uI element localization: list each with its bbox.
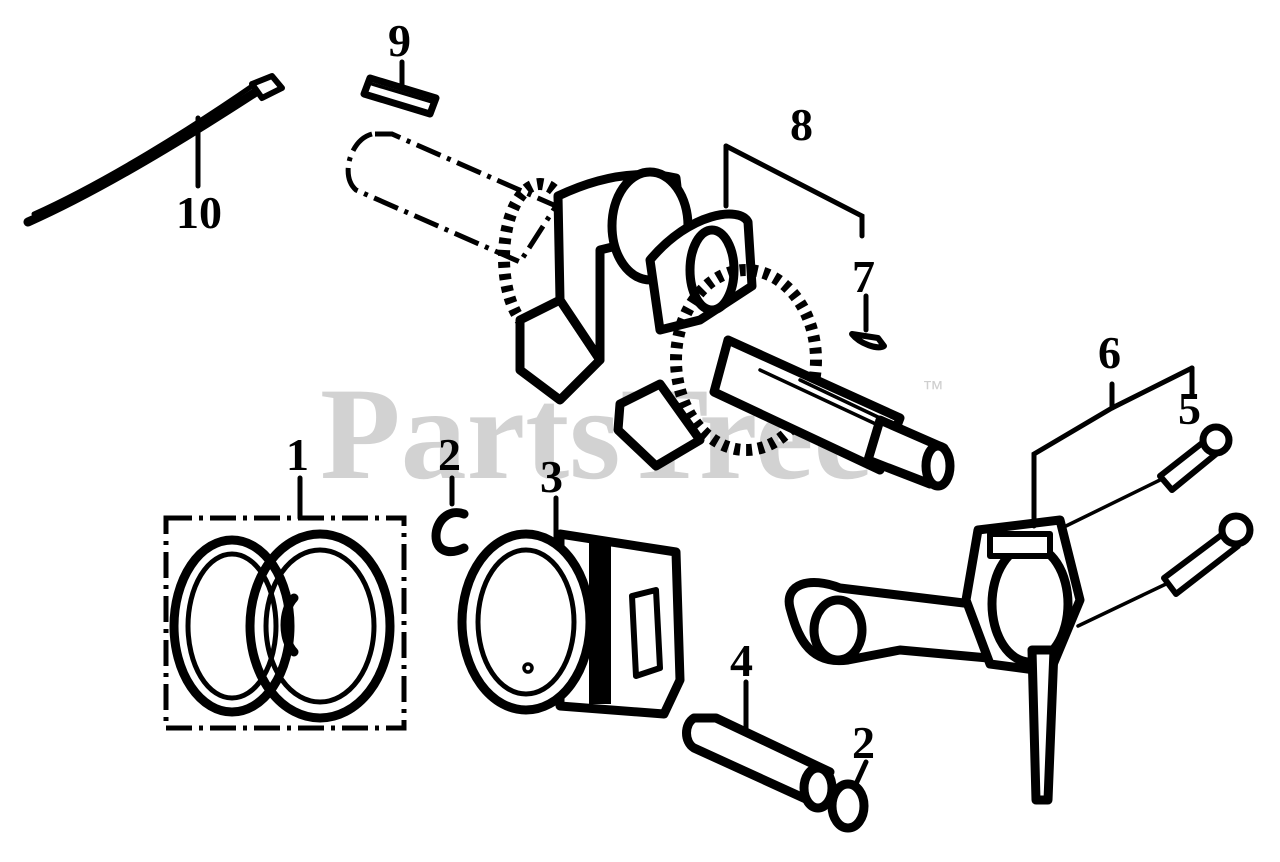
leader-6 bbox=[1031, 381, 1115, 529]
part-7-woodruff-key[interactable] bbox=[849, 331, 887, 351]
part-5-bolt-lower[interactable] bbox=[1161, 512, 1254, 597]
part-2-circlip-upper[interactable] bbox=[431, 508, 469, 556]
part-4-piston-pin[interactable] bbox=[682, 713, 837, 813]
part-9-key[interactable] bbox=[360, 74, 440, 118]
watermark-trademark: ™ bbox=[922, 376, 944, 401]
callout-6: 6 bbox=[1098, 327, 1121, 378]
callout-9: 9 bbox=[388, 15, 411, 66]
part-5-bolt-upper[interactable] bbox=[1157, 423, 1233, 493]
part-10-dipstick[interactable] bbox=[23, 73, 285, 227]
callout-4: 4 bbox=[730, 635, 753, 686]
bolt-axis-upper bbox=[1064, 478, 1162, 528]
part-2-circlip-lower[interactable] bbox=[827, 779, 869, 833]
callout-1: 1 bbox=[286, 429, 309, 480]
leader-2b bbox=[853, 759, 869, 787]
leader-6b bbox=[1109, 365, 1195, 411]
leader-8b bbox=[723, 143, 865, 239]
callout-5: 5 bbox=[1178, 383, 1201, 434]
part-8-crankshaft[interactable] bbox=[345, 131, 955, 491]
callout-2-upper: 2 bbox=[438, 429, 461, 480]
part-6-connecting-rod[interactable] bbox=[784, 515, 1085, 805]
callout-2-lower: 2 bbox=[852, 717, 875, 768]
rings-kit-box bbox=[163, 515, 407, 731]
callout-10: 10 bbox=[176, 187, 222, 238]
callout-3: 3 bbox=[540, 451, 563, 502]
callout-8: 8 bbox=[790, 99, 813, 150]
part-1-piston-rings[interactable] bbox=[169, 529, 395, 723]
bolt-axis-lower bbox=[1076, 582, 1168, 628]
part-3-piston[interactable] bbox=[457, 529, 685, 719]
callout-7: 7 bbox=[852, 251, 875, 302]
